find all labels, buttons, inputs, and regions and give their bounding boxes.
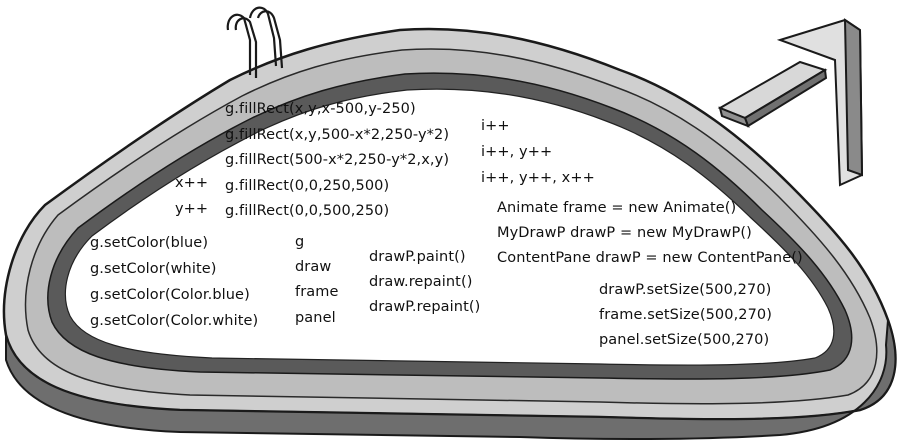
fill-rect-1: g.fillRect(x,y,x-500,y-250) bbox=[225, 101, 416, 117]
identifier-panel: panel bbox=[295, 310, 336, 326]
increment-i: i++ bbox=[481, 118, 510, 134]
set-size-1: drawP.setSize(500,270) bbox=[599, 282, 772, 298]
increment-y: y++ bbox=[175, 201, 209, 217]
identifier-g: g bbox=[295, 234, 305, 250]
declaration-mydrawp: MyDrawP drawP = new MyDrawP() bbox=[497, 225, 752, 241]
pool-side-wall bbox=[5, 319, 897, 441]
declaration-contentpane: ContentPane drawP = new ContentPane() bbox=[497, 250, 803, 266]
fill-rect-5: g.fillRect(0,0,500,250) bbox=[225, 203, 390, 219]
paint-call-1: drawP.paint() bbox=[369, 249, 466, 265]
identifier-frame: frame bbox=[295, 284, 339, 300]
diving-board bbox=[717, 18, 864, 187]
set-color-1: g.setColor(blue) bbox=[90, 235, 209, 251]
set-size-3: panel.setSize(500,270) bbox=[599, 332, 770, 348]
set-size-2: frame.setSize(500,270) bbox=[599, 307, 773, 323]
fill-rect-3: g.fillRect(500-x*2,250-y*2,x,y) bbox=[225, 152, 450, 168]
fill-rect-2: g.fillRect(x,y,500-x*2,250-y*2) bbox=[225, 127, 450, 143]
set-color-3: g.setColor(Color.blue) bbox=[90, 287, 250, 303]
increment-i-y-x: i++, y++, x++ bbox=[481, 170, 595, 186]
set-color-2: g.setColor(white) bbox=[90, 261, 217, 277]
pool-water bbox=[64, 88, 835, 366]
paint-call-2: draw.repaint() bbox=[369, 274, 473, 290]
fill-rect-4: g.fillRect(0,0,250,500) bbox=[225, 178, 390, 194]
paint-call-3: drawP.repaint() bbox=[369, 299, 481, 315]
increment-x: x++ bbox=[175, 175, 209, 191]
set-color-4: g.setColor(Color.white) bbox=[90, 313, 259, 329]
declaration-animate: Animate frame = new Animate() bbox=[497, 200, 737, 216]
identifier-draw: draw bbox=[295, 259, 332, 275]
increment-i-y: i++, y++ bbox=[481, 144, 553, 160]
pool-ladder bbox=[226, 6, 284, 78]
